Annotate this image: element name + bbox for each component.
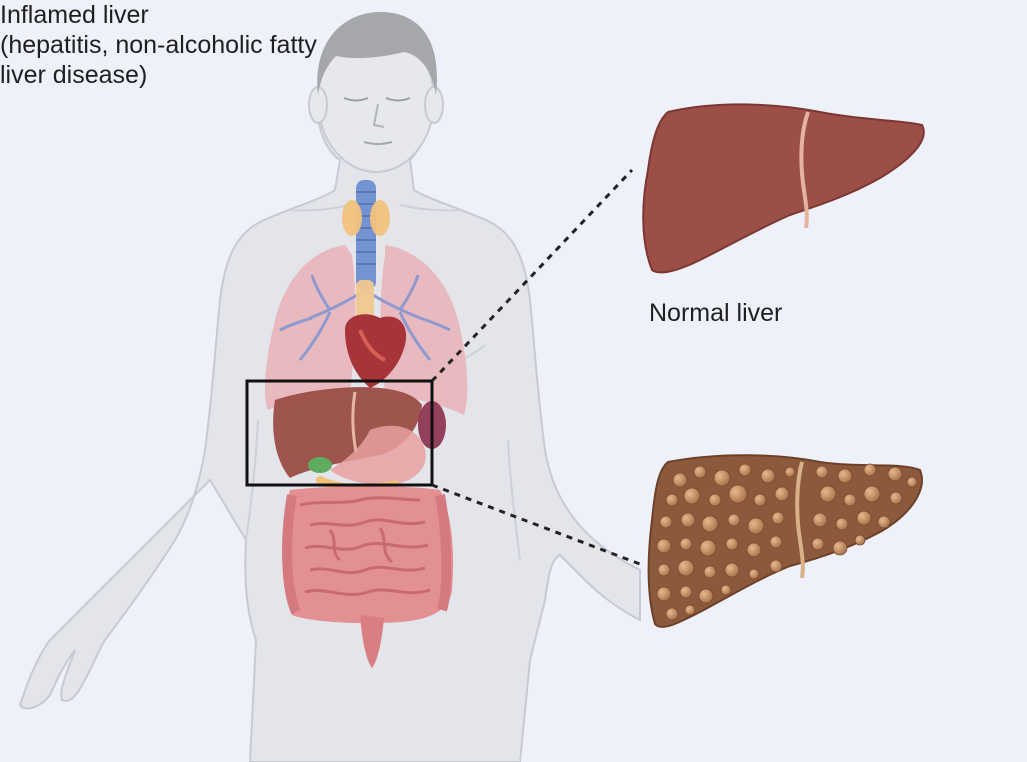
normal-liver-label: Normal liver (649, 298, 782, 328)
normal-liver-icon (643, 104, 924, 272)
right-ear (425, 87, 443, 123)
trachea (356, 180, 376, 290)
inflamed-liver-icon (649, 455, 922, 627)
gallbladder (308, 457, 332, 473)
